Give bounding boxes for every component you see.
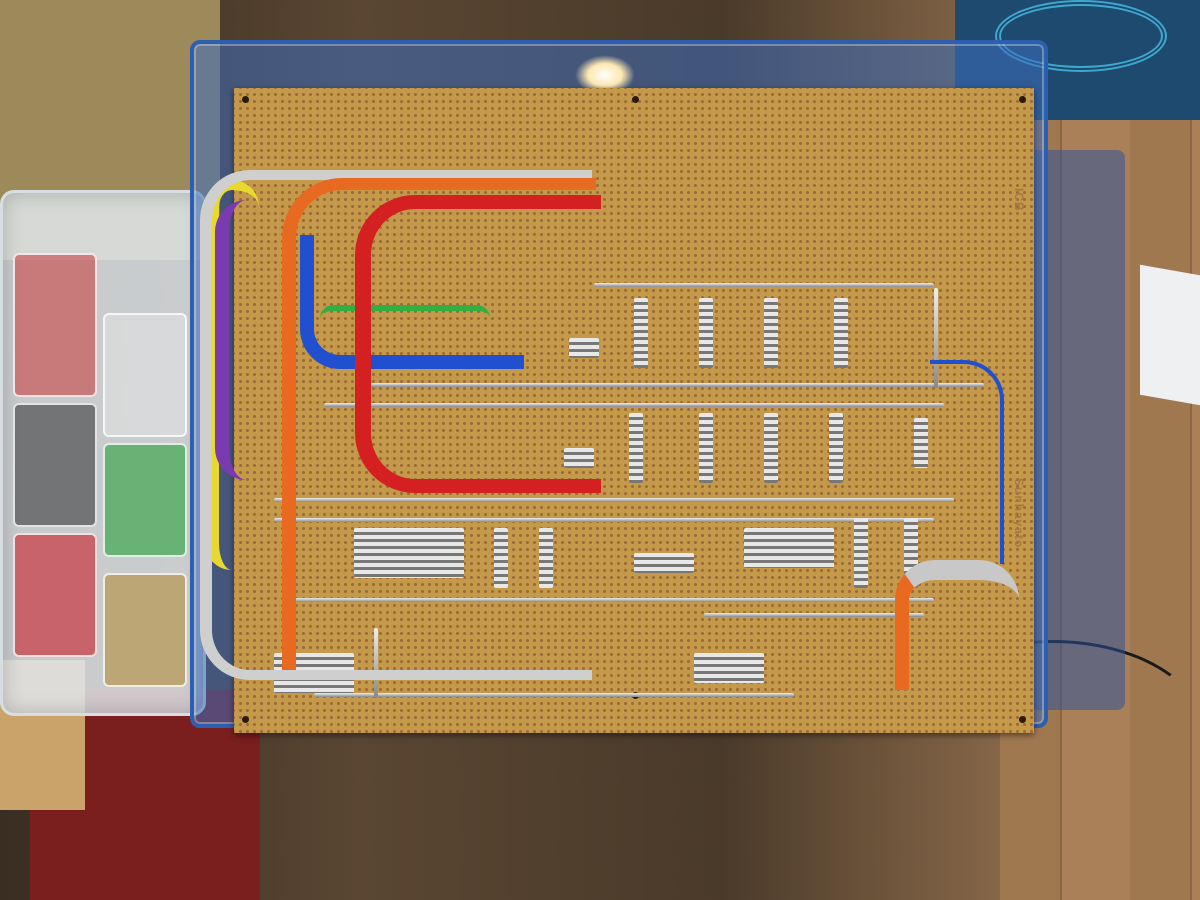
parts-organizer-box bbox=[0, 190, 206, 716]
wire-bundle-red bbox=[355, 195, 601, 493]
spiral-graphic bbox=[995, 0, 1167, 72]
board-brand-text: Sunhayato bbox=[1012, 478, 1026, 549]
board-model-text: ICB- bbox=[1012, 188, 1026, 217]
wire-bundle-blue-right bbox=[930, 360, 1004, 564]
wire-bundle-orange bbox=[282, 178, 596, 670]
wire-bundle-purple bbox=[215, 200, 279, 480]
wire-bundle-gray bbox=[200, 170, 592, 680]
wire-bundle-gray-orange-right bbox=[895, 560, 1019, 690]
wire-bundle-green bbox=[320, 305, 490, 331]
paper-sheet bbox=[1140, 264, 1200, 406]
